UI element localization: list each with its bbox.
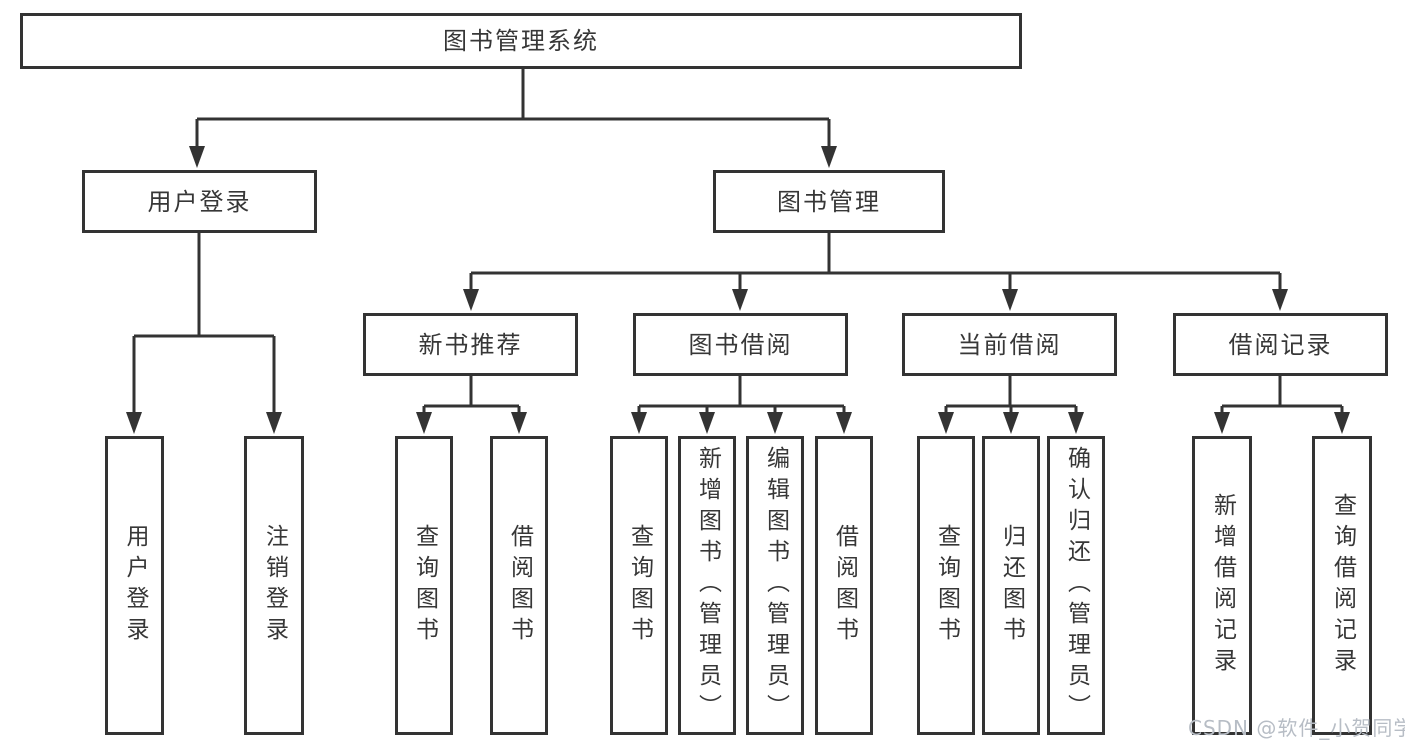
leaf-add-borrow-record: 新增借阅记录 xyxy=(1192,436,1252,735)
leaf-query-books-recommend: 查询图书 xyxy=(395,436,453,735)
connector-arrowheads xyxy=(126,146,1350,434)
leaf-borrow-books-recommend: 借阅图书 xyxy=(490,436,548,735)
leaf-query-books-current: 查询图书 xyxy=(917,436,975,735)
leaf-confirm-return-admin: 确认归还（管理员） xyxy=(1047,436,1105,735)
leaf-query-books-borrow: 查询图书 xyxy=(610,436,668,735)
leaf-edit-books-admin: 编辑图书（管理员） xyxy=(746,436,804,735)
leaf-user-login: 用户登录 xyxy=(105,436,164,735)
node-current-borrow: 当前借阅 xyxy=(902,313,1117,376)
node-book-management: 图书管理 xyxy=(713,170,945,233)
leaf-add-books-admin: 新增图书（管理员） xyxy=(678,436,736,735)
node-library-management-system: 图书管理系统 xyxy=(20,13,1022,69)
csdn-watermark: CSDN @软件_小贺同学 xyxy=(1188,716,1405,740)
leaf-logout: 注销登录 xyxy=(244,436,304,735)
leaf-borrow-books: 借阅图书 xyxy=(815,436,873,735)
node-user-login: 用户登录 xyxy=(82,170,317,233)
node-new-book-recommend: 新书推荐 xyxy=(363,313,578,376)
leaf-return-books: 归还图书 xyxy=(982,436,1040,735)
connector-paths xyxy=(132,69,1344,414)
node-book-borrow: 图书借阅 xyxy=(633,313,848,376)
node-borrow-records: 借阅记录 xyxy=(1173,313,1388,376)
leaf-query-borrow-record: 查询借阅记录 xyxy=(1312,436,1372,735)
